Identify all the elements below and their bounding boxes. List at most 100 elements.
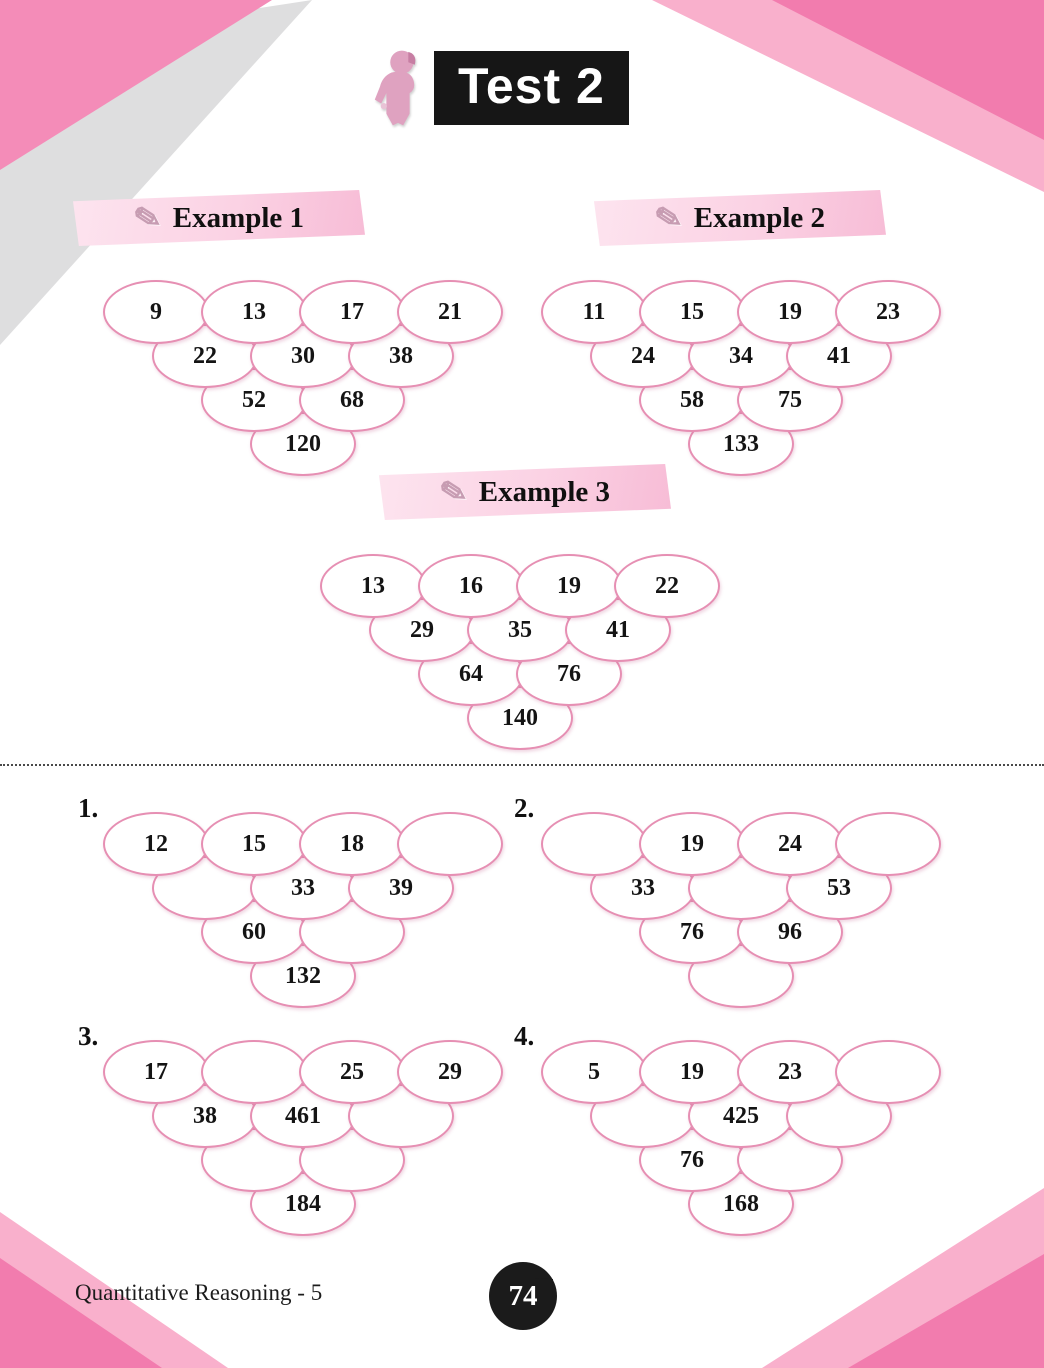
- cell-value: 38: [193, 1102, 217, 1129]
- pyramid-cell: 13: [320, 554, 426, 618]
- cell-value: 76: [557, 660, 581, 687]
- cell-value: 9: [150, 298, 162, 325]
- page-number: 74: [508, 1279, 538, 1312]
- pyramid-cell-blank[interactable]: [835, 812, 941, 876]
- footer-title: Quantitative Reasoning - 5: [75, 1280, 323, 1305]
- cell-value: 19: [680, 830, 704, 857]
- pyramid-cell: 16: [418, 554, 524, 618]
- header: Test 2: [372, 48, 629, 128]
- cell-value: 53: [827, 874, 851, 901]
- cell-value: 19: [557, 572, 581, 599]
- pink-corner-bottom-left-dark: [0, 1258, 162, 1368]
- pyramid-cell: 21: [397, 280, 503, 344]
- cell-value: 58: [680, 386, 704, 413]
- cell-value: 76: [680, 918, 704, 945]
- pyramid-cell: 25: [299, 1040, 405, 1104]
- pencil-icon: ✎: [130, 197, 165, 239]
- cell-value: 33: [291, 874, 315, 901]
- cell-value: 22: [193, 342, 217, 369]
- cell-value: 30: [291, 342, 315, 369]
- example-3-banner: ✎ Example 3: [379, 464, 671, 520]
- cell-value: 15: [680, 298, 704, 325]
- section-divider: [0, 764, 1044, 766]
- cell-value: 17: [144, 1058, 168, 1085]
- exercise-3-number: 3.: [78, 1021, 99, 1051]
- pyramid-cell: 23: [835, 280, 941, 344]
- cell-value: 132: [285, 962, 321, 989]
- exercise-2-number: 2.: [514, 793, 535, 823]
- cell-value: 22: [655, 572, 679, 599]
- cell-value: 11: [582, 298, 606, 325]
- pyramid-cell: 23: [737, 1040, 843, 1104]
- banner-label: Example 3: [478, 475, 611, 508]
- pyramid-cell: 17: [299, 280, 405, 344]
- pink-corner-top-right-dark: [772, 0, 1044, 140]
- pyramid-cell: 5: [541, 1040, 647, 1104]
- cell-value: 425: [723, 1102, 759, 1129]
- cell-value: 76: [680, 1146, 704, 1173]
- cell-value: 5: [588, 1058, 600, 1085]
- pyramid-cell: 24: [737, 812, 843, 876]
- cell-value: 461: [285, 1102, 321, 1129]
- cell-value: 35: [508, 616, 532, 643]
- cell-value: 96: [778, 918, 802, 945]
- cell-value: 133: [723, 430, 759, 457]
- pyramid-exercise-2: 19 24 33 53 76 96: [541, 812, 941, 1008]
- pyramid-cell: 18: [299, 812, 405, 876]
- cell-value: 25: [340, 1058, 364, 1085]
- cell-value: 24: [778, 830, 802, 857]
- exercise-4-number: 4.: [514, 1021, 535, 1051]
- mascot-icon: [374, 50, 416, 126]
- pyramid-cell: 11: [541, 280, 647, 344]
- example-1-banner: ✎ Example 1: [73, 190, 365, 246]
- pyramid-cell: 19: [516, 554, 622, 618]
- cell-value: 19: [778, 298, 802, 325]
- pyramid-cell: 19: [639, 812, 745, 876]
- pencil-icon: ✎: [651, 197, 686, 239]
- cell-value: 13: [242, 298, 266, 325]
- pyramid-cell-blank[interactable]: [541, 812, 647, 876]
- pyramid-exercise-1: 12 15 18 33 39 60 132: [103, 812, 503, 1008]
- cell-value: 34: [729, 342, 753, 369]
- cell-value: 23: [876, 298, 900, 325]
- cell-value: 140: [502, 704, 538, 731]
- pink-corner-bottom-right-dark: [848, 1254, 1044, 1368]
- pyramid-cell: 22: [614, 554, 720, 618]
- banner-label: Example 1: [172, 201, 305, 234]
- cell-value: 38: [389, 342, 413, 369]
- banner-label: Example 2: [693, 201, 826, 234]
- example-2-banner: ✎ Example 2: [594, 190, 886, 246]
- pyramid-cell-blank[interactable]: [835, 1040, 941, 1104]
- page-title: Test 2: [434, 51, 629, 125]
- pyramid-cell: 15: [201, 812, 307, 876]
- cell-value: 29: [410, 616, 434, 643]
- exercise-1-number: 1.: [78, 793, 99, 823]
- cell-value: 41: [606, 616, 630, 643]
- pyramid-cell: 12: [103, 812, 209, 876]
- cell-value: 60: [242, 918, 266, 945]
- cell-value: 17: [340, 298, 364, 325]
- pyramid-cell: 9: [103, 280, 209, 344]
- cell-value: 120: [285, 430, 321, 457]
- cell-value: 168: [723, 1190, 759, 1217]
- cell-value: 39: [389, 874, 413, 901]
- pyramid-cell-blank[interactable]: [201, 1040, 307, 1104]
- cell-value: 19: [680, 1058, 704, 1085]
- cell-value: 75: [778, 386, 802, 413]
- page-number-badge: 74: [489, 1262, 557, 1330]
- cell-value: 64: [459, 660, 483, 687]
- cell-value: 41: [827, 342, 851, 369]
- pyramid-cell: 29: [397, 1040, 503, 1104]
- cell-value: 29: [438, 1058, 462, 1085]
- pyramid-cell-blank[interactable]: [397, 812, 503, 876]
- cell-value: 18: [340, 830, 364, 857]
- pyramid-cell: 15: [639, 280, 745, 344]
- cell-value: 33: [631, 874, 655, 901]
- cell-value: 15: [242, 830, 266, 857]
